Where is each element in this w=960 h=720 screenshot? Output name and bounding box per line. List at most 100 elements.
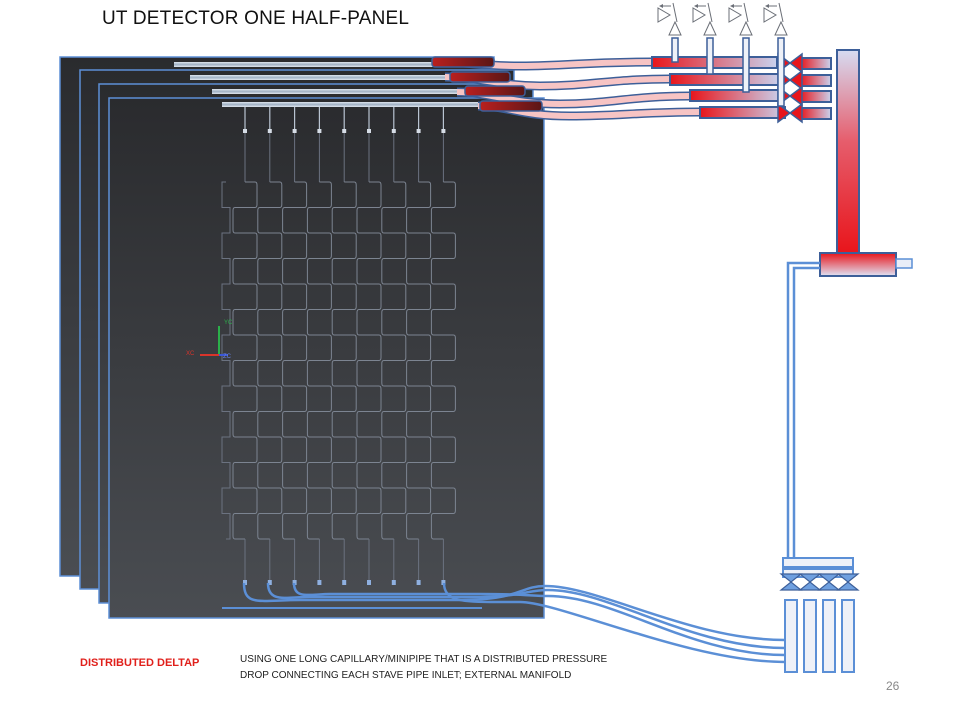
manifold-stub-1 [799, 57, 832, 70]
valve-right-half [788, 52, 803, 74]
bottom-valve-bottom [817, 581, 841, 591]
stave-nozzle-bottom [391, 580, 396, 585]
regulator-check-icon [657, 7, 671, 23]
manifold-bar-2 [669, 73, 781, 86]
description-text: USING ONE LONG CAPILLARY/MINIPIPE THAT I… [240, 652, 700, 684]
manifold-stub-4 [799, 107, 832, 120]
regulator-spring-icon [672, 2, 678, 23]
panel-stack [59, 56, 545, 619]
stave-nozzle-bottom [367, 580, 371, 585]
bottom-manifold [779, 557, 860, 673]
axis-x-label: XC [186, 351, 195, 357]
return-riser-outer [786, 261, 820, 560]
stave-nozzle-bottom [441, 580, 446, 585]
connector-4 [479, 100, 543, 112]
bottom-valve-top [798, 573, 822, 583]
stave-serpentine [356, 181, 382, 540]
valve-right-half [788, 102, 803, 124]
stave-nozzle-bottom [267, 580, 272, 585]
bottom-collector-tube [822, 599, 836, 673]
stave-serpentine [430, 181, 456, 540]
regulator-check-icon [763, 7, 777, 23]
distributor-outlet-stub [895, 258, 913, 269]
return-line-2 [266, 582, 786, 650]
valve-right-half [788, 69, 803, 91]
stave-nozzle-top [416, 129, 421, 133]
bottom-header-lower [782, 568, 854, 578]
bottom-valve-bottom [798, 581, 822, 591]
distributor-base [819, 252, 897, 277]
stave-nozzle-top [292, 129, 297, 133]
stave-serpentine [282, 181, 308, 540]
stave-serpentine [406, 181, 432, 540]
header-pipe-4 [222, 102, 478, 107]
distributor-vertical [836, 49, 860, 254]
stave-nozzle-top [391, 129, 396, 133]
manifold-bar-1 [651, 56, 778, 69]
return-line-1 [242, 582, 786, 642]
stave-nozzle-bottom [317, 580, 322, 585]
regulator-stem [777, 37, 785, 107]
regulator-row [657, 2, 788, 107]
axis-triad: YC XC ZC [186, 320, 233, 360]
stave-serpentine [306, 181, 332, 540]
stave-nozzle-bottom [416, 580, 421, 585]
supply-tubes [431, 56, 701, 121]
header-pipe-3 [212, 89, 457, 94]
slide-title: UT DETECTOR ONE HALF-PANEL [102, 8, 410, 29]
manifold-bar-4 [699, 106, 786, 119]
regulator-triangle-icon [774, 20, 788, 36]
stave-nozzle-bottom [342, 580, 347, 585]
bottom-header-upper [782, 557, 854, 568]
regulator-check-icon [692, 7, 706, 23]
axis-y-label: YC [224, 320, 233, 326]
bottom-valve-top [836, 573, 860, 583]
regulator-triangle-icon [739, 20, 753, 36]
distributed-deltap-label: DISTRIBUTED DELTAP [80, 657, 200, 669]
connector-3 [464, 85, 526, 97]
axis-z-label: ZC [223, 354, 232, 360]
bottom-return-lines [222, 582, 786, 664]
stave-nozzle-bottom [292, 580, 297, 585]
regulator-stem [671, 37, 679, 63]
grid-left-edge [221, 181, 231, 540]
stave-nozzle-top [267, 129, 272, 133]
stave-serpentine [381, 181, 407, 540]
supply-manifold-bars [651, 56, 832, 120]
bottom-collector-tube [841, 599, 855, 673]
regulator-arrowhead-icon [730, 4, 734, 8]
stave-nozzle-top [441, 129, 446, 133]
stave-nozzle-top [243, 129, 247, 133]
valve-left-half [777, 102, 792, 124]
regulator-spring-icon [743, 2, 749, 23]
description-line-2: DROP CONNECTING EACH STAVE PIPE INLET; E… [240, 670, 572, 681]
header-pipe-1 [174, 62, 436, 67]
return-line-4 [442, 582, 786, 664]
regulator-spring-icon [707, 2, 713, 23]
bottom-valve-top [817, 573, 841, 583]
stave-nozzle-bottom [243, 580, 247, 585]
valve-right-half [788, 85, 803, 107]
stave-nozzle-top [317, 129, 322, 133]
regulator-stem [706, 37, 714, 75]
stave-nozzle-top [342, 129, 347, 133]
bottom-valve-bottom [779, 581, 803, 591]
stave-serpentine [331, 181, 357, 540]
manifold-stub-3 [799, 90, 832, 103]
regulator-check-icon [728, 7, 742, 23]
main-distributor [786, 49, 913, 560]
regulator-triangle-icon [703, 20, 717, 36]
regulator-spring-icon [778, 2, 784, 23]
regulator-triangle-icon [668, 20, 682, 36]
panel-header-pipes [174, 62, 478, 107]
regulator-arrowhead-icon [659, 4, 663, 8]
stave-serpentine [257, 181, 283, 540]
stave-grid [221, 107, 456, 585]
regulator-arrowhead-icon [694, 4, 698, 8]
connector-1 [431, 56, 495, 68]
stave-serpentine [232, 181, 258, 540]
bottom-collector-tube [784, 599, 798, 673]
regulator-stem [742, 37, 750, 93]
manifold-stub-2 [799, 74, 832, 87]
